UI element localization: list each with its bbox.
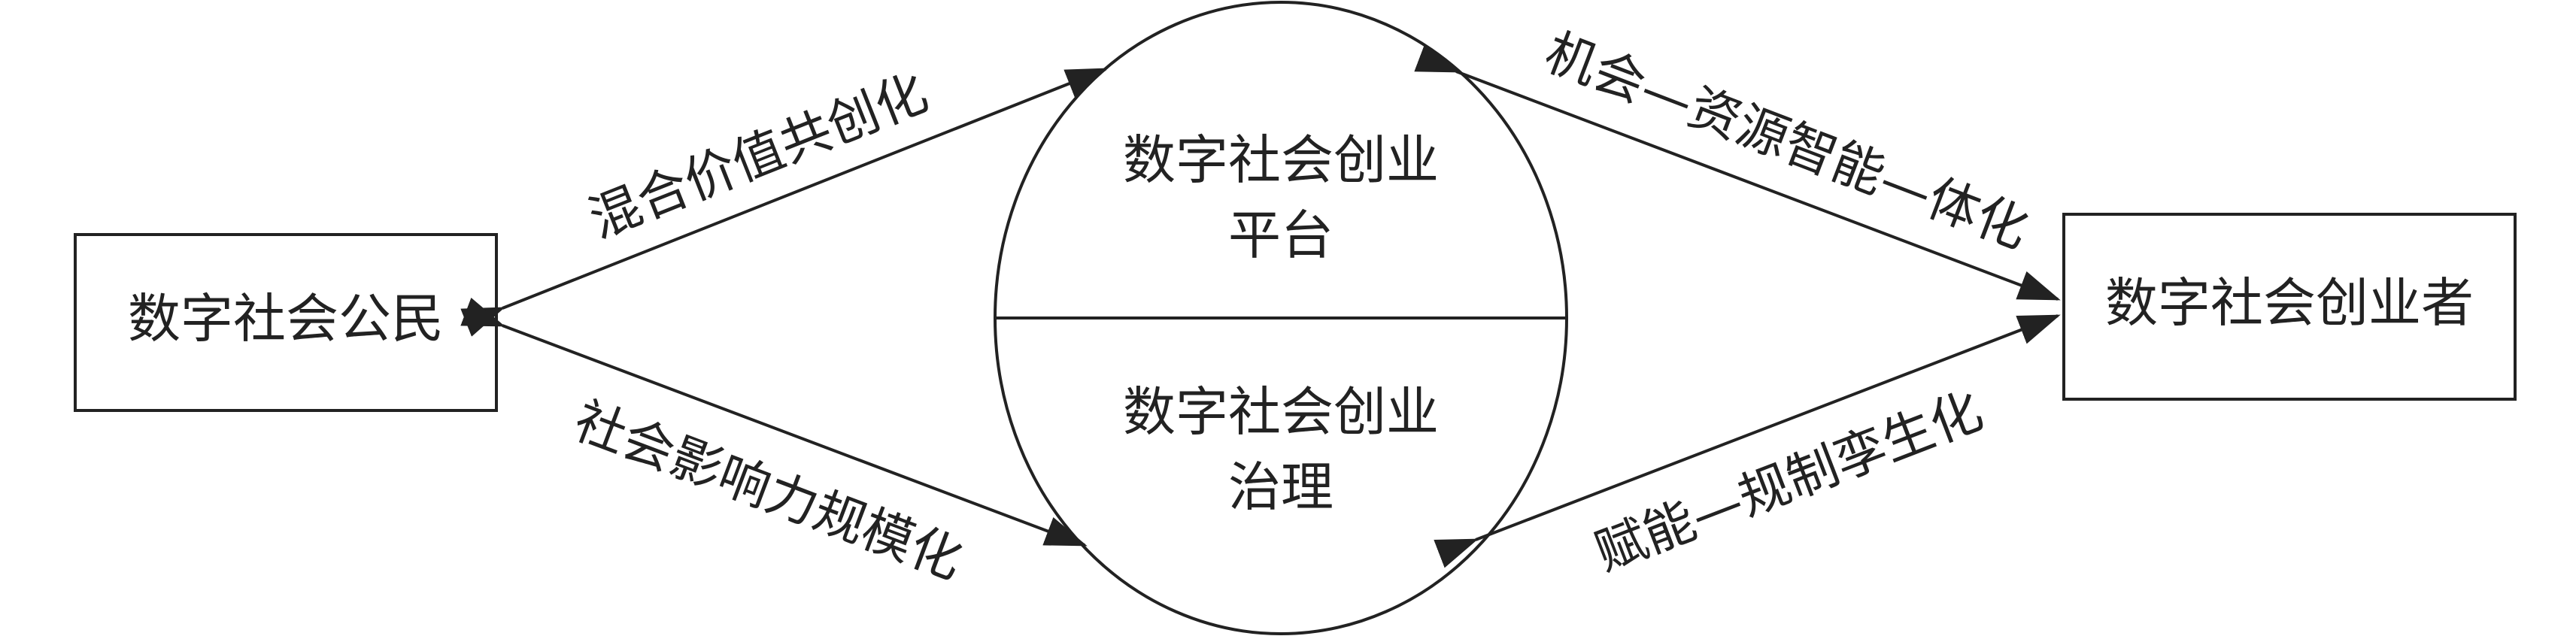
edge-platform-entrepreneur (1414, 43, 2061, 301)
entrepreneur-box (2062, 213, 2517, 401)
edge-label-social-impact: 社会影响力规模化 (566, 391, 970, 591)
platform-label-line2: 平台 (1228, 204, 1334, 266)
governance-label-line2: 治理 (1228, 456, 1334, 518)
edge-citizen-governance (460, 297, 1088, 547)
edge-citizen-platform (460, 68, 1109, 337)
citizen-box (74, 233, 498, 412)
edge-label-opportunity-resource: 机会—资源智能—体化 (1537, 23, 2036, 260)
entrepreneur-label: 数字社会创业者 (2105, 272, 2474, 334)
governance-label-line1: 数字社会创业 (1123, 381, 1439, 443)
edge-label-empower-regulate: 赋能—规制孪生化 (1587, 381, 1990, 583)
citizen-label: 数字社会公民 (128, 288, 444, 350)
platform-label-line1: 数字社会创业 (1123, 129, 1439, 191)
edge-governance-entrepreneur (1434, 314, 2061, 568)
